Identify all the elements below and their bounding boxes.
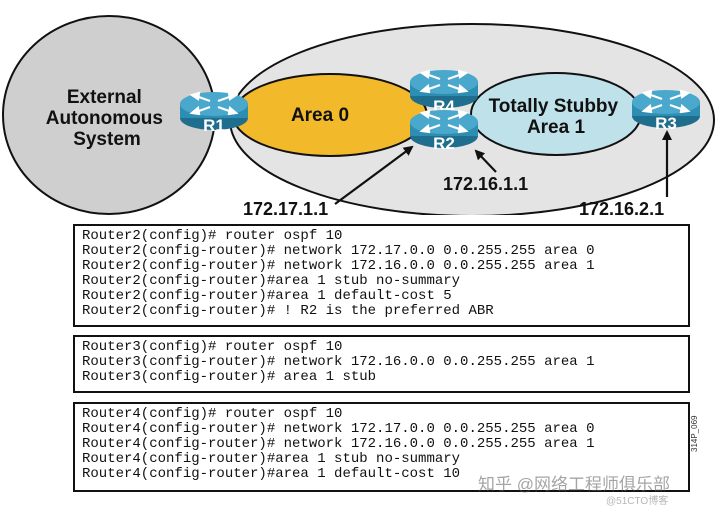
config-line: Router2(config-router)#area 1 stub no-su… [82,273,461,289]
router-r2[interactable]: R2 [408,108,480,153]
arrow-to-r2-area1 [474,149,497,173]
stubby-area-label: Totally Stubby Area 1 [489,96,624,138]
config-line: Router4(config-router)#area 1 stub no-su… [82,451,461,467]
router-r3-label: R3 [655,114,677,133]
config-line: Router2(config-router)# ! R2 is the pref… [82,303,494,319]
config-line: Router2(config-router)# network 172.17.0… [82,243,595,259]
external-as-label: External Autonomous System [46,87,168,150]
router4-config-box: Router4(config)# router ospf 10 Router4(… [73,402,690,492]
stubby-line-1: Totally Stubby [489,96,619,117]
arrow-to-r2-area0 [334,145,414,205]
router-r2-label: R2 [433,134,455,153]
config-line: Router4(config-router)# network 172.16.0… [82,436,595,452]
watermark-secondary: @51CTO博客 [606,496,669,507]
ip-label-172-16-1-1: 172.16.1.1 [443,174,529,194]
figure-tag: 314P_069 [690,415,699,452]
config-line: Router3(config-router)# network 172.16.0… [82,354,595,370]
config-line: Router4(config-router)# network 172.17.0… [82,421,595,437]
config-line: Router3(config-router)# area 1 stub [82,369,377,385]
external-line-1: External [67,87,142,108]
ip-label-172-17-1-1: 172.17.1.1 [243,199,329,219]
config-line: Router2(config-router)# network 172.16.0… [82,258,595,274]
area-0-label: Area 0 [291,105,349,126]
config-line: Router2(config-router)#area 1 default-co… [82,288,452,304]
router3-config-box: Router3(config)# router ospf 10 Router3(… [73,335,690,393]
ip-label-172-16-2-1: 172.16.2.1 [579,199,665,219]
external-line-2: Autonomous [46,108,163,129]
ospf-topology-diagram: External Autonomous System Area 0 Totall… [2,15,715,215]
config-line: Router4(config)# router ospf 10 [82,406,343,422]
config-line: Router4(config-router)#area 1 default-co… [82,466,461,482]
router-r1[interactable]: R1 [178,90,250,135]
config-line: Router2(config)# router ospf 10 [82,228,343,244]
router-r3[interactable]: R3 [630,88,702,133]
watermark: 知乎 @网络工程师俱乐部 [478,475,670,494]
stubby-line-2: Area 1 [527,117,586,138]
router-r1-label: R1 [203,116,225,135]
config-line: Router3(config)# router ospf 10 [82,339,343,355]
external-line-3: System [73,129,141,150]
router2-config-box: Router2(config)# router ospf 10 Router2(… [73,224,690,327]
